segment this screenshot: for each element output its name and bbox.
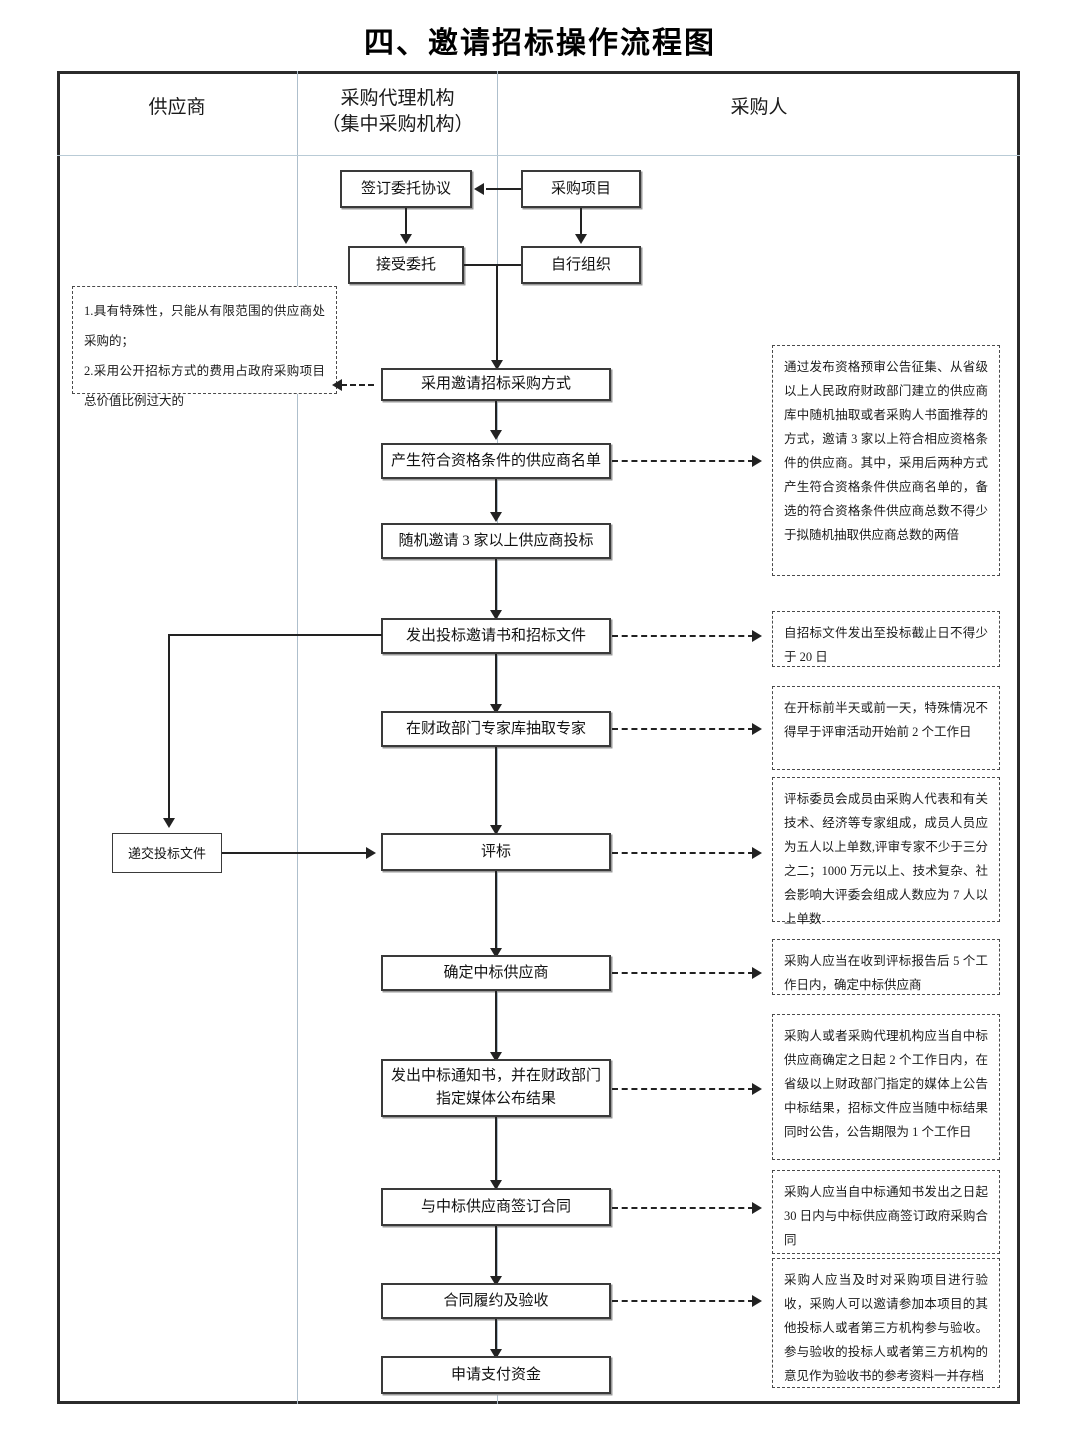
connector-project-to-sign	[486, 188, 521, 190]
arrowhead-submit-to-evaluate	[366, 847, 376, 859]
connector-list-to-invite	[495, 479, 497, 517]
arrowhead-experts-to-note	[752, 723, 762, 735]
note-invitation-conditions-text: 1.具有特殊性，只能从有限范围的供应商处采购的； 2.采用公开招标方式的费用占政…	[84, 304, 325, 408]
arrowhead-project-to-self-organize	[575, 234, 587, 244]
arrowhead-contract-to-note	[752, 1202, 762, 1214]
column-header-agency: 采购代理机构 （集中采购机构）	[299, 86, 496, 138]
note-evaluation-committee: 评标委员会成员由采购人代表和有关技术、经济等专家组成，成员人员应为五人以上单数,…	[772, 777, 1000, 926]
note-qualified-list: 通过发布资格预审公告征集、从省级以上人民政府财政部门建立的供应商库中随机抽取或者…	[772, 345, 1000, 576]
box-purchase-project[interactable]: 采购项目	[521, 170, 641, 208]
box-issue-invitation-documents[interactable]: 发出投标邀请书和招标文件	[381, 618, 611, 654]
connector-join-down	[496, 264, 498, 368]
connector-experts-to-evaluate	[495, 747, 497, 831]
arrowhead-issue-to-note	[752, 630, 762, 642]
arrowhead-invite-to-issue	[490, 610, 502, 620]
connector-sign-to-accept	[405, 208, 407, 236]
column-header-purchaser: 采购人	[730, 97, 788, 118]
lane-divider-supplier-agency	[297, 71, 298, 1404]
arrowhead-evaluate-to-winner	[490, 948, 502, 958]
connector-contract-to-note	[612, 1207, 754, 1209]
note-invitation-deadline: 自招标文件发出至投标截止日不得少于 20 日	[772, 611, 1000, 667]
arrowhead-experts-to-evaluate	[490, 825, 502, 835]
arrowhead-notice-to-note	[752, 1083, 762, 1095]
connector-evaluate-to-note	[612, 852, 754, 854]
arrowhead-issue-to-submit	[163, 818, 175, 828]
box-bid-evaluation[interactable]: 评标	[381, 833, 611, 871]
connector-adopt-to-list	[495, 401, 497, 436]
note-invitation-conditions: 1.具有特殊性，只能从有限范围的供应商处采购的； 2.采用公开招标方式的费用占政…	[72, 286, 337, 408]
box-apply-payment[interactable]: 申请支付资金	[381, 1356, 611, 1394]
header-separator-rule	[57, 155, 1020, 156]
box-invite-three-suppliers[interactable]: 随机邀请 3 家以上供应商投标	[381, 523, 611, 559]
box-sign-contract[interactable]: 与中标供应商签订合同	[381, 1188, 611, 1226]
arrowhead-contract-to-acceptance	[490, 1276, 502, 1286]
column-header-supplier: 供应商	[148, 97, 206, 118]
note-award-announcement: 采购人或者采购代理机构应当自中标供应商确定之日起 2 个工作日内，在省级以上财政…	[772, 1014, 1000, 1160]
box-draw-experts[interactable]: 在财政部门专家库抽取专家	[381, 711, 611, 747]
arrowhead-notice-to-contract	[490, 1180, 502, 1190]
box-accept-entrust[interactable]: 接受委托	[348, 246, 464, 284]
box-contract-performance-acceptance[interactable]: 合同履约及验收	[381, 1283, 611, 1319]
box-issue-award-notice[interactable]: 发出中标通知书，并在财政部门指定媒体公布结果	[381, 1059, 611, 1117]
connector-notice-to-contract	[495, 1117, 497, 1187]
connector-notice-to-note	[612, 1088, 754, 1090]
arrowhead-winner-to-note	[752, 967, 762, 979]
connector-issue-to-note	[612, 635, 754, 637]
note-acceptance-procedure: 采购人应当及时对采购项目进行验收，采购人可以邀请参加本项目的其他投标人或者第三方…	[772, 1258, 1000, 1388]
connector-contract-to-acceptance	[495, 1226, 497, 1282]
column-header-agency-line1: 采购代理机构	[340, 88, 455, 109]
arrowhead-list-to-note	[752, 455, 762, 467]
note-determine-winner-days: 采购人应当在收到评标报告后 5 个工作日内，确定中标供应商	[772, 939, 1000, 995]
column-header-agency-line2: （集中采购机构）	[321, 114, 474, 135]
arrowhead-evaluate-to-note	[752, 847, 762, 859]
connector-invite-to-issue	[495, 559, 497, 615]
arrowhead-join-to-adopt	[491, 360, 503, 370]
arrowhead-acceptance-to-payment	[490, 1349, 502, 1359]
box-sign-entrust-agreement[interactable]: 签订委托协议	[340, 170, 472, 208]
arrowhead-issue-to-experts	[490, 704, 502, 714]
connector-winner-to-notice	[495, 991, 497, 1059]
connector-issue-to-submit-h	[168, 634, 382, 636]
connector-list-to-note	[612, 460, 754, 462]
arrowhead-adopt-to-conditions	[332, 379, 342, 391]
arrowhead-project-to-sign	[474, 183, 484, 195]
box-submit-bid-documents[interactable]: 递交投标文件	[112, 833, 222, 873]
box-adopt-invitation-method[interactable]: 采用邀请招标采购方式	[381, 368, 611, 401]
connector-acceptance-to-payment	[495, 1319, 497, 1355]
connector-issue-to-submit-v	[168, 634, 170, 824]
connector-acceptance-to-note	[612, 1300, 754, 1302]
box-determine-winning-supplier[interactable]: 确定中标供应商	[381, 955, 611, 991]
connector-issue-to-experts	[495, 654, 497, 710]
connector-experts-to-note	[612, 728, 754, 730]
box-self-organize[interactable]: 自行组织	[521, 246, 641, 284]
connector-project-to-self-organize	[580, 208, 582, 236]
arrowhead-list-to-invite	[490, 512, 502, 522]
arrowhead-winner-to-notice	[490, 1052, 502, 1062]
connector-join-bar	[464, 264, 521, 266]
connector-adopt-to-conditions	[341, 384, 374, 386]
box-generate-qualified-list[interactable]: 产生符合资格条件的供应商名单	[381, 443, 611, 479]
connector-evaluate-to-winner	[495, 871, 497, 955]
note-contract-30-days: 采购人应当自中标通知书发出之日起 30 日内与中标供应商签订政府采购合同	[772, 1170, 1000, 1254]
arrowhead-sign-to-accept	[400, 234, 412, 244]
page-title: 四、邀请招标操作流程图	[364, 27, 716, 60]
connector-winner-to-note	[612, 972, 754, 974]
note-draw-experts-timing: 在开标前半天或前一天，特殊情况不得早于评审活动开始前 2 个工作日	[772, 686, 1000, 770]
arrowhead-adopt-to-list	[490, 430, 502, 440]
connector-submit-to-evaluate	[222, 852, 370, 854]
arrowhead-acceptance-to-note	[752, 1295, 762, 1307]
